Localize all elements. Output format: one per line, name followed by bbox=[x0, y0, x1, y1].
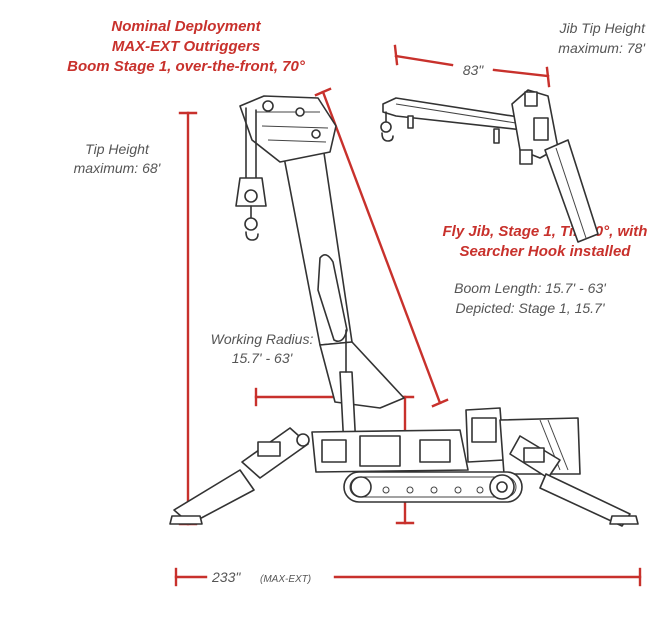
working-radius-line-1: Working Radius: bbox=[211, 331, 314, 347]
jib-width-value: 83" bbox=[463, 62, 485, 78]
fly-jib-drawing bbox=[380, 89, 599, 243]
jib-tip-height-label: Jib Tip Height bbox=[559, 20, 647, 36]
boom-length-line-2: Depicted: Stage 1, 15.7' bbox=[456, 300, 606, 316]
jib-tip-height-value: maximum: 78' bbox=[558, 40, 646, 56]
title-line-2: MAX-EXT Outriggers bbox=[112, 38, 260, 55]
title-line-3: Boom Stage 1, over-the-front, 70° bbox=[67, 58, 306, 75]
working-radius-line-2: 15.7' - 63' bbox=[232, 350, 294, 366]
boom-length-dimension bbox=[314, 87, 449, 408]
tip-height-value: maximum: 68' bbox=[74, 160, 162, 176]
crane-drawing bbox=[169, 95, 639, 527]
overall-width-dimension bbox=[174, 567, 642, 587]
tip-height-dimension bbox=[178, 111, 198, 526]
fly-jib-line-1: Fly Jib, Stage 1, Tilt 60°, with bbox=[443, 223, 648, 240]
overall-width-value: 233" bbox=[211, 569, 241, 585]
fly-jib-line-2: Searcher Hook installed bbox=[460, 243, 632, 260]
tip-height-label: Tip Height bbox=[85, 141, 150, 157]
overall-width-note: (MAX-EXT) bbox=[260, 574, 311, 585]
boom-length-line-1: Boom Length: 15.7' - 63' bbox=[454, 280, 607, 296]
title-line-1: Nominal Deployment bbox=[111, 18, 261, 35]
jib-width-dimension bbox=[393, 44, 551, 88]
